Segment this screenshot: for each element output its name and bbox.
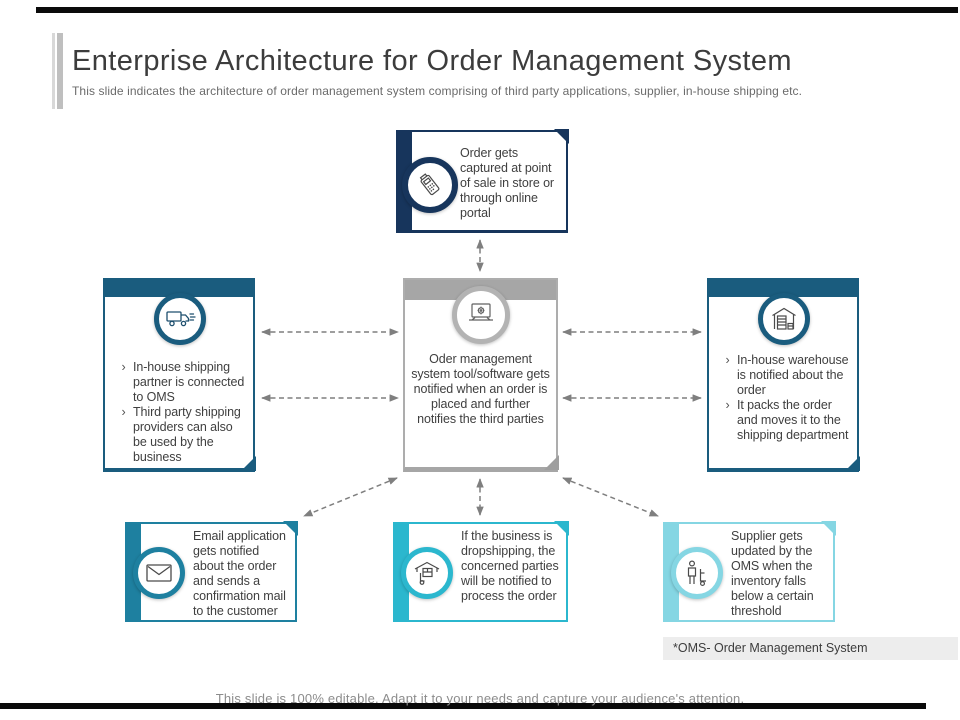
oms-core-card: Oder management system tool/software get… xyxy=(403,278,559,472)
icon-badge xyxy=(401,547,453,599)
order-capture-card: Order gets captured at point of sale in … xyxy=(396,129,569,233)
page-subtitle: This slide indicates the architecture of… xyxy=(72,84,803,98)
icon-badge xyxy=(402,157,458,213)
delivery-truck-icon xyxy=(166,311,196,327)
bullet-marker: › xyxy=(121,405,126,419)
corner-fold xyxy=(554,129,569,144)
oms-footnote: *OMS- Order Management System xyxy=(663,637,958,660)
page-title: Enterprise Architecture for Order Manage… xyxy=(72,45,792,77)
supplier-card: Supplier gets updated by the OMS when th… xyxy=(663,521,836,622)
bullet-marker: › xyxy=(725,353,730,367)
card-bullet-list: › In-house warehouse is notified about t… xyxy=(718,353,853,443)
corner-fold xyxy=(845,456,860,471)
pos-terminal-icon xyxy=(419,173,440,196)
laptop-gear-icon xyxy=(469,303,493,321)
card-bullet-list: › In-house shipping partner is connected… xyxy=(114,360,249,465)
warehouse-card: › In-house warehouse is notified about t… xyxy=(707,278,860,472)
warehouse-icon xyxy=(772,307,796,330)
icon-badge xyxy=(758,293,810,345)
supplier-trolley-icon xyxy=(687,560,706,587)
top-rule xyxy=(36,7,958,13)
icon-badge xyxy=(154,293,206,345)
dropshipping-icon xyxy=(414,561,440,585)
card-text: Order gets captured at point of sale in … xyxy=(460,146,554,220)
list-item: › It packs the order and moves it to the… xyxy=(718,398,853,443)
list-item: › In-house warehouse is notified about t… xyxy=(718,353,853,398)
card-header-band xyxy=(709,280,857,297)
envelope-icon xyxy=(146,564,172,582)
dropshipping-card: If the business is dropshipping, the con… xyxy=(393,521,569,622)
bullet-marker: › xyxy=(121,360,126,374)
editable-note: This slide is 100% editable. Adapt it to… xyxy=(215,691,745,706)
title-accent-bar xyxy=(52,33,55,109)
email-card: Email application gets notified about th… xyxy=(125,521,298,622)
card-text: Email application gets notified about th… xyxy=(193,529,286,618)
bullet-marker: › xyxy=(725,398,730,412)
icon-badge xyxy=(671,547,723,599)
list-item: › In-house shipping partner is connected… xyxy=(114,360,249,405)
card-text: Oder management system tool/software get… xyxy=(411,352,550,426)
title-accent-bar xyxy=(57,33,63,109)
corner-fold xyxy=(544,455,559,470)
icon-badge xyxy=(452,286,510,344)
shipping-card: › In-house shipping partner is connected… xyxy=(103,278,256,472)
card-text: Supplier gets updated by the OMS when th… xyxy=(731,529,814,618)
bottom-rule xyxy=(0,703,926,709)
card-text: If the business is dropshipping, the con… xyxy=(461,529,559,603)
icon-badge xyxy=(133,547,185,599)
list-item: › Third party shipping providers can als… xyxy=(114,405,249,465)
card-header-band xyxy=(105,280,253,297)
